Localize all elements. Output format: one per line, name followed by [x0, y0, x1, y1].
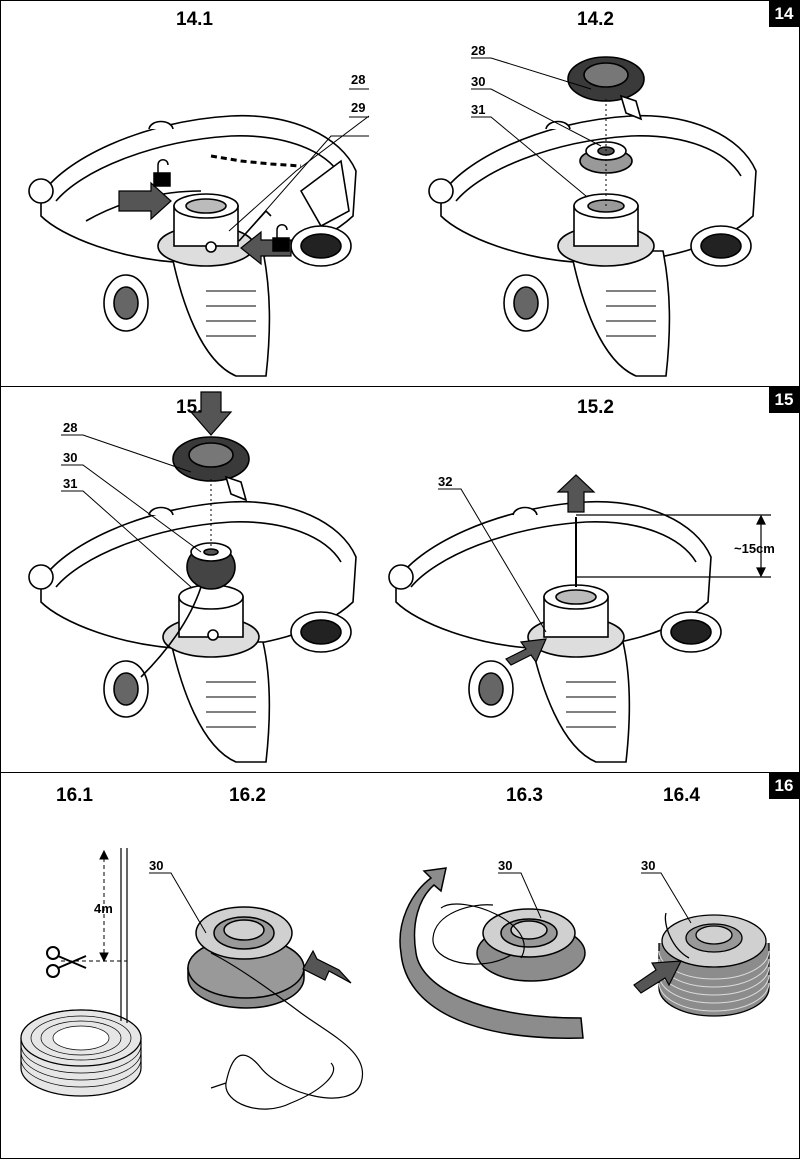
- figure-16: 4m 30: [20, 848, 770, 1110]
- rotate-arrow-icon: [399, 867, 584, 1039]
- panel-label-14-1: 14.1: [176, 9, 213, 30]
- callout-30: 30: [149, 858, 163, 873]
- spool-16-4: [658, 912, 770, 1017]
- line-coil: [20, 848, 142, 1097]
- section-16: 16 16.1 16.2 16.3 16.4 4m: [0, 772, 800, 1159]
- callout-30: 30: [498, 858, 512, 873]
- panel-label-14-2: 14.2: [577, 9, 614, 30]
- section-number-tab: 14: [769, 1, 799, 27]
- callout-28: 28: [63, 420, 77, 435]
- callout-31: 31: [471, 102, 485, 117]
- trimmer-guard-14-2: [428, 56, 757, 377]
- panel-label-15-2: 15.2: [577, 397, 614, 418]
- unlock-icon: [153, 159, 290, 252]
- callout-29: 29: [351, 100, 365, 115]
- measure-4m: 4m: [94, 901, 113, 916]
- push-arrow-icon: [189, 391, 233, 436]
- trimmer-guard-14-1: [28, 114, 370, 377]
- spool-16-3: [432, 903, 586, 982]
- panel-label-16-2: 16.2: [229, 785, 266, 806]
- push-arrow-icon: [302, 949, 352, 984]
- panel-label-16-4: 16.4: [663, 785, 700, 806]
- panel-label-16-3: 16.3: [506, 785, 543, 806]
- leader-lines-14-2: [471, 57, 602, 197]
- figure-15: 28 30 31: [28, 391, 775, 763]
- section-15: 15 15.1 15.2: [0, 386, 800, 773]
- measure-15cm: ~15cm: [734, 541, 775, 556]
- callout-32: 32: [438, 474, 452, 489]
- callout-31: 31: [63, 476, 77, 491]
- callout-30: 30: [471, 74, 485, 89]
- height-dimension: [576, 514, 771, 578]
- section-number-tab: 16: [769, 773, 799, 799]
- trimmer-guard-15-2: [388, 500, 722, 763]
- trimmer-guard-15-1: [28, 436, 357, 763]
- section-number-tab: 15: [769, 387, 799, 413]
- figure-14: 28 29: [28, 43, 757, 377]
- push-arrow-icon: [118, 181, 292, 266]
- spool-16-2: [187, 906, 364, 1110]
- callout-30: 30: [63, 450, 77, 465]
- callout-28: 28: [351, 72, 365, 87]
- scissors-icon: [46, 946, 87, 978]
- panel-label-16-1: 16.1: [56, 785, 93, 806]
- up-arrow-icon: [556, 474, 596, 513]
- callout-30: 30: [641, 858, 655, 873]
- section-14: 14 14.1 14.2: [0, 0, 800, 387]
- callout-28: 28: [471, 43, 485, 58]
- push-arrow-icon: [505, 638, 547, 666]
- leader-lines-15-1: [61, 434, 202, 588]
- push-arrow-icon: [633, 960, 683, 994]
